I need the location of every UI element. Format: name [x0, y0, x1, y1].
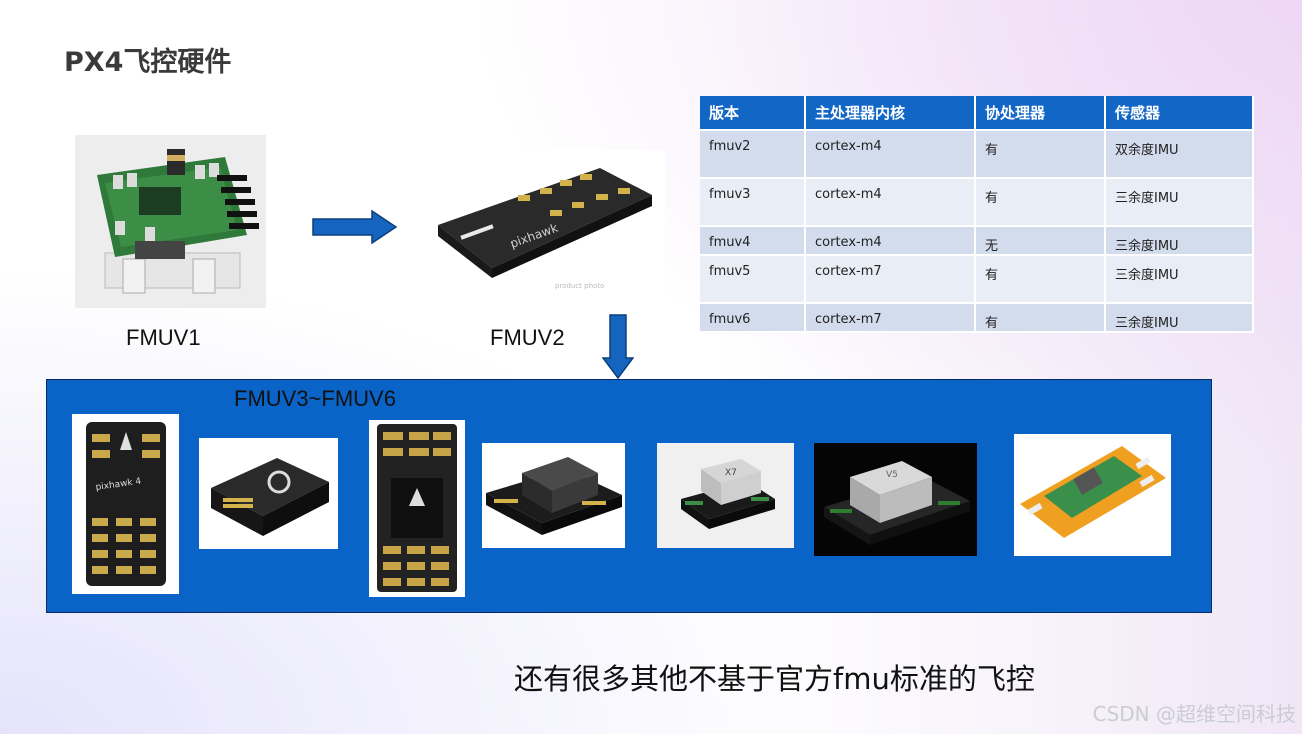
arrow-down-icon — [602, 314, 634, 380]
cell-coprocessor: 有 — [975, 130, 1106, 179]
cell-core: cortex-m4 — [805, 178, 976, 227]
cell-core: cortex-m4 — [805, 226, 976, 256]
fmuv1-board-photo — [75, 135, 266, 308]
compute-module-carrier-photo — [1014, 434, 1171, 556]
fmuv2-pixhawk-photo: pixhawk product photo — [430, 150, 665, 298]
table-row: fmuv5 cortex-m7 有 三余度IMU — [700, 255, 1254, 304]
cell-coprocessor: 无 — [975, 226, 1106, 256]
watermark: CSDN @超维空间科技 — [1092, 702, 1296, 726]
fmu-spec-table: 版本 主处理器内核 协处理器 传感器 fmuv2 cortex-m4 有 双余度… — [700, 96, 1254, 333]
bottom-note: 还有很多其他不基于官方fmu标准的飞控 — [514, 662, 1035, 696]
slide-title: PX4飞控硬件 — [64, 47, 232, 78]
cube-orange-photo — [482, 443, 625, 548]
table-row: fmuv2 cortex-m4 有 双余度IMU — [700, 130, 1254, 179]
cell-coprocessor: 有 — [975, 255, 1106, 304]
group-label: FMUV3~FMUV6 — [234, 386, 396, 411]
header-version: 版本 — [700, 96, 806, 131]
table-row: fmuv6 cortex-m7 有 三余度IMU — [700, 303, 1254, 333]
table-header-row: 版本 主处理器内核 协处理器 传感器 — [700, 96, 1254, 131]
pixhawk-6-photo — [369, 420, 465, 597]
cell-version: fmuv5 — [700, 255, 806, 304]
svg-text:X7: X7 — [725, 468, 737, 478]
cell-sensor: 三余度IMU — [1105, 255, 1254, 304]
cell-core: cortex-m7 — [805, 303, 976, 333]
header-coprocessor: 协处理器 — [975, 96, 1106, 131]
fmuv1-caption: FMUV1 — [126, 325, 201, 350]
v5-controller-photo: V5 — [814, 443, 977, 556]
cell-sensor: 三余度IMU — [1105, 226, 1254, 256]
svg-text:product photo: product photo — [555, 282, 604, 290]
cell-coprocessor: 有 — [975, 178, 1106, 227]
cell-version: fmuv6 — [700, 303, 806, 333]
cell-coprocessor: 有 — [975, 303, 1106, 333]
cell-sensor: 三余度IMU — [1105, 178, 1254, 227]
arrow-right-icon — [312, 210, 398, 244]
x7-controller-photo: X7 — [657, 443, 794, 548]
table-row: fmuv4 cortex-m4 无 三余度IMU — [700, 226, 1254, 256]
cell-version: fmuv3 — [700, 178, 806, 227]
cell-version: fmuv2 — [700, 130, 806, 179]
fmuv2-caption: FMUV2 — [490, 325, 565, 350]
cell-core: cortex-m7 — [805, 255, 976, 304]
cell-version: fmuv4 — [700, 226, 806, 256]
cube-style-controller-photo — [199, 438, 338, 549]
cell-sensor: 双余度IMU — [1105, 130, 1254, 179]
cell-sensor: 三余度IMU — [1105, 303, 1254, 333]
header-sensor: 传感器 — [1105, 96, 1254, 131]
svg-text:V5: V5 — [886, 470, 898, 480]
pixhawk-4-photo: pixhawk 4 — [72, 414, 179, 594]
header-core: 主处理器内核 — [805, 96, 976, 131]
cell-core: cortex-m4 — [805, 130, 976, 179]
table-row: fmuv3 cortex-m4 有 三余度IMU — [700, 178, 1254, 227]
